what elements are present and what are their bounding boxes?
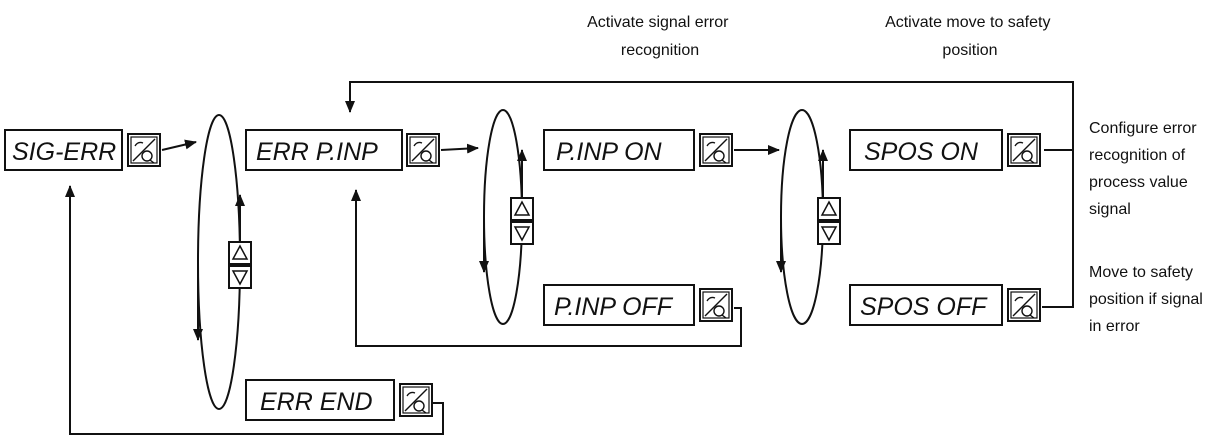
flow-arrow xyxy=(440,143,479,154)
annotation-configure-error: Configure error recognition of process v… xyxy=(1089,120,1201,218)
hand-enter-key-icon[interactable] xyxy=(399,383,433,417)
menu-item-sig-err[interactable]: SIG-ERR xyxy=(4,129,123,171)
menu-item-label: ERR P.INP xyxy=(256,138,378,166)
annotation-activate-signal-error: Activate signal error recognition xyxy=(587,14,733,59)
annotation-line: recognition xyxy=(621,42,699,59)
menu-item-err-pinp[interactable]: ERR P.INP xyxy=(245,129,403,171)
hand-enter-key-icon[interactable] xyxy=(699,133,733,167)
flow-arrow xyxy=(161,139,197,151)
up-arrow-key-icon[interactable] xyxy=(510,197,534,221)
menu-item-spos-on[interactable]: SPOS ON xyxy=(849,129,1003,171)
menu-item-label: P.INP ON xyxy=(556,138,663,166)
menu-item-label: P.INP OFF xyxy=(554,293,674,321)
selection-cycle-level-3 xyxy=(776,109,828,325)
return-arrow-from-err-end xyxy=(65,185,444,435)
down-arrow-key-icon[interactable] xyxy=(228,265,252,289)
menu-item-label: SIG-ERR xyxy=(12,138,116,166)
hand-enter-key-icon[interactable] xyxy=(1007,133,1041,167)
annotation-line: Activate signal error xyxy=(587,14,729,31)
menu-item-label: SPOS ON xyxy=(864,138,979,166)
annotation-line: signal xyxy=(1089,201,1131,218)
annotation-line: position if signal xyxy=(1089,291,1203,308)
menu-item-label: ERR END xyxy=(260,388,373,416)
down-arrow-key-icon[interactable] xyxy=(817,221,841,245)
annotation-line: Move to safety xyxy=(1089,264,1193,281)
menu-item-pinp-off[interactable]: P.INP OFF xyxy=(543,284,695,326)
hand-enter-key-icon[interactable] xyxy=(406,133,440,167)
hand-enter-key-icon[interactable] xyxy=(127,133,161,167)
annotation-line: Configure error xyxy=(1089,120,1197,137)
hand-enter-key-icon[interactable] xyxy=(1007,288,1041,322)
return-arrow-from-pinp-off xyxy=(351,189,742,347)
return-line-spos-off xyxy=(1042,150,1074,308)
annotation-line: position xyxy=(942,42,997,59)
up-arrow-key-icon[interactable] xyxy=(228,241,252,265)
down-arrow-key-icon[interactable] xyxy=(510,221,534,245)
up-arrow-key-icon[interactable] xyxy=(817,197,841,221)
menu-item-spos-off[interactable]: SPOS OFF xyxy=(849,284,1003,326)
menu-item-err-end[interactable]: ERR END xyxy=(245,379,395,421)
menu-item-pinp-on[interactable]: P.INP ON xyxy=(543,129,695,171)
hand-enter-key-icon[interactable] xyxy=(699,288,733,322)
annotation-move-to-safety: Move to safety position if signal in err… xyxy=(1089,264,1207,335)
annotation-line: recognition of xyxy=(1089,147,1186,164)
menu-item-label: SPOS OFF xyxy=(860,293,988,321)
annotation-line: in error xyxy=(1089,318,1140,335)
annotation-line: process value xyxy=(1089,174,1188,191)
annotation-line: Activate move to safety xyxy=(885,14,1050,31)
return-arrow-from-spos xyxy=(345,81,1074,151)
annotation-activate-move-safety: Activate move to safety position xyxy=(885,14,1055,59)
